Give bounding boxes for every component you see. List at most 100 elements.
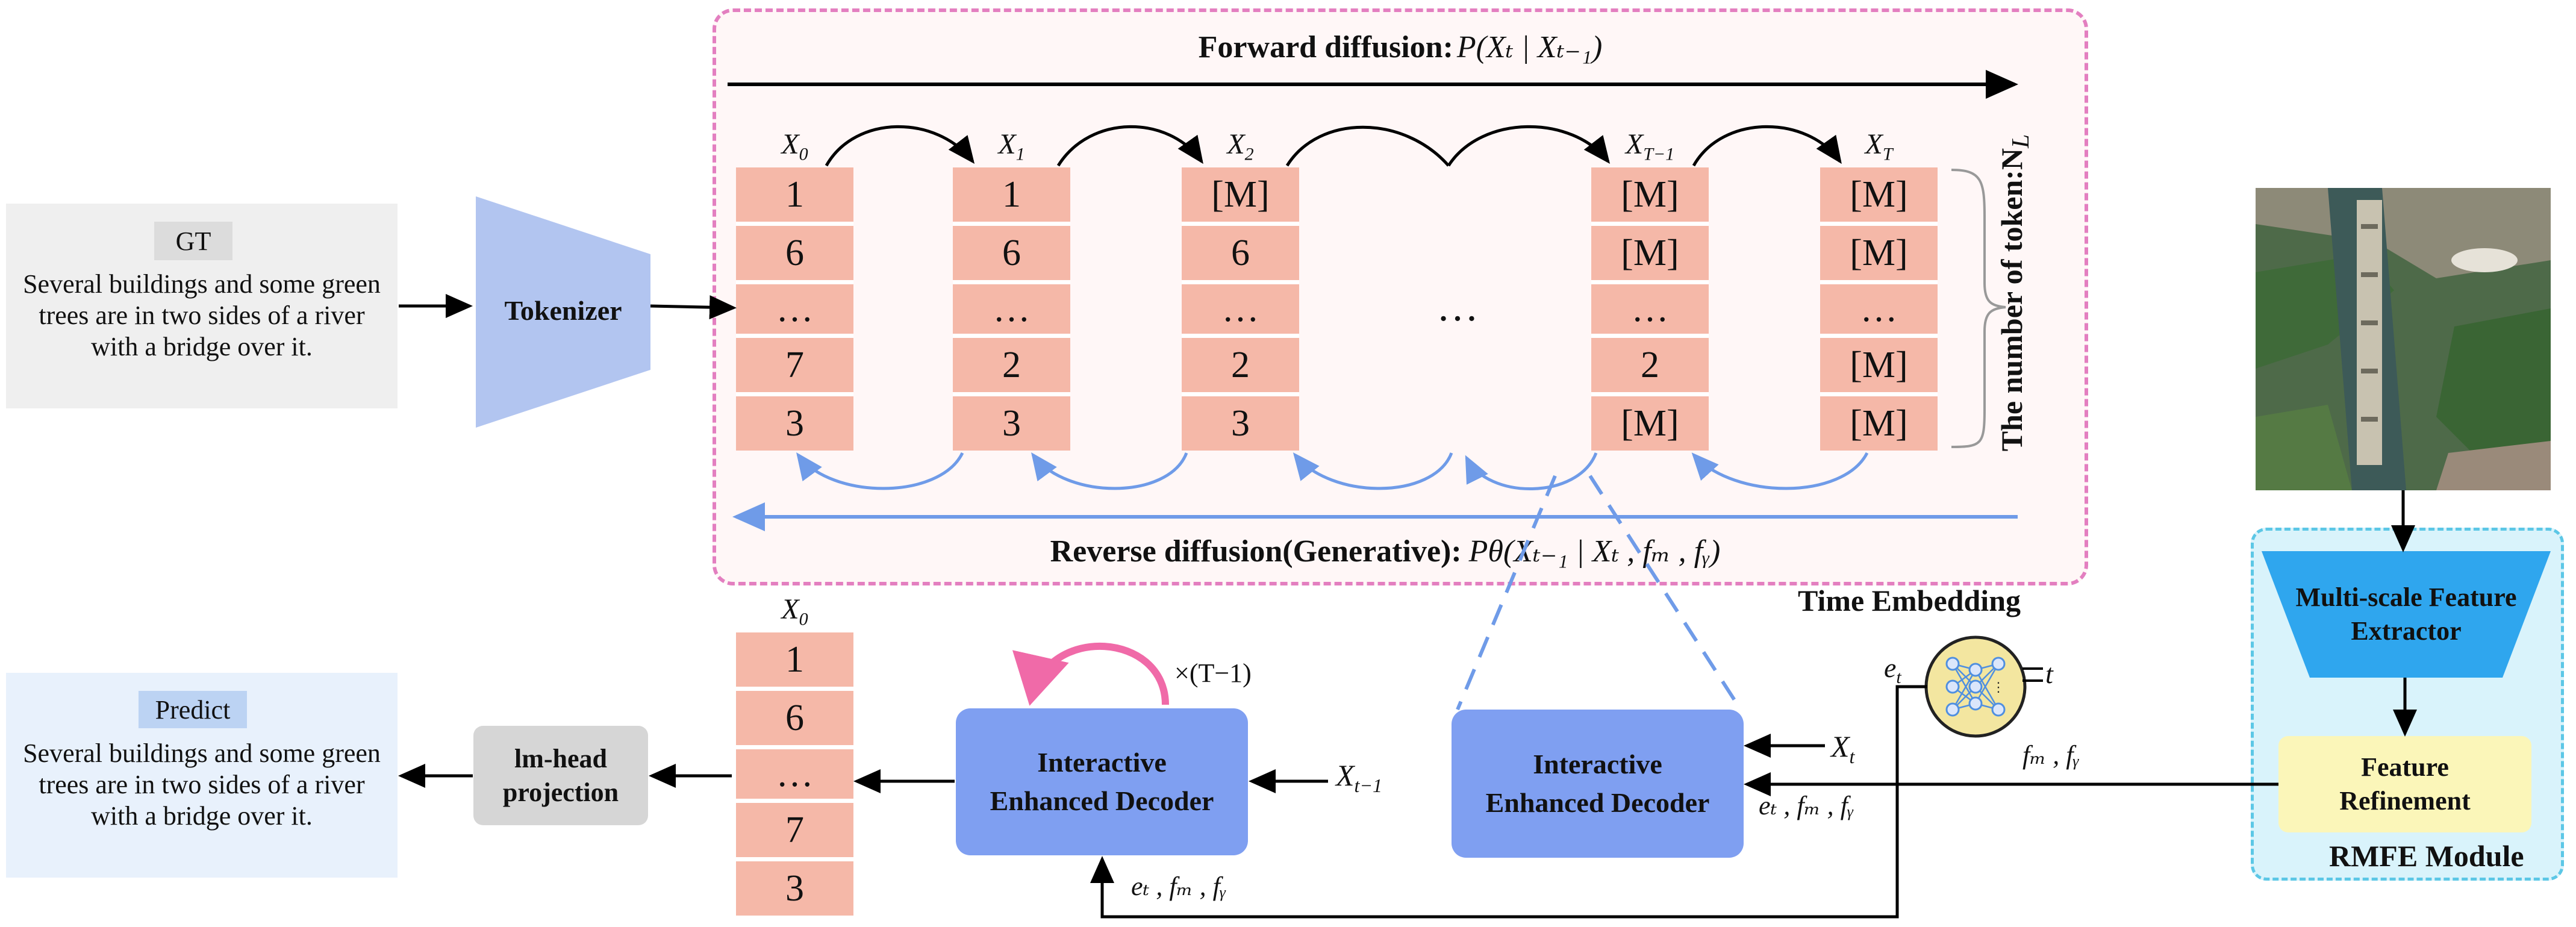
decoder-loop-arrow (1012, 643, 1169, 706)
column-label: X2 (1182, 128, 1299, 165)
token-cell: 3 (953, 396, 1070, 451)
et-sub: t (1896, 667, 1901, 688)
tokenizer-shape (476, 196, 650, 428)
token-cell: 6 (736, 691, 853, 749)
reverse-arc-t-t1 (1691, 452, 1869, 490)
tokenizer-to-frame-arrow (650, 295, 737, 320)
feature-refinement: Feature Refinement (2278, 736, 2531, 832)
predict-panel: Predict Several buildings and some green… (6, 673, 398, 878)
time-embedding-output-label: et (1884, 652, 1901, 688)
reverse-title-text: Reverse diffusion(Generative): (1050, 534, 1462, 569)
decoder-loop-label: ×(T−1) (1174, 658, 1252, 688)
token-cell: 2 (1591, 338, 1709, 396)
column-label-letter: X (1227, 128, 1245, 160)
forward-diffusion-title: Forward diffusion: P(Xₜ | Xₜ₋₁) (1024, 23, 1777, 71)
token-cell: 7 (736, 338, 853, 396)
middle-ellipsis: … (1436, 284, 1479, 330)
token-cell: [M] (1820, 396, 1938, 451)
column-label-sub: 1 (1015, 144, 1025, 164)
predict-caption: Several buildings and some green trees a… (23, 738, 381, 831)
forward-arc-0-1 (825, 125, 975, 167)
token-column-xt-minus-1: XT−1[M][M]…2[M] (1591, 128, 1709, 451)
reverse-diffusion-title: Reverse diffusion(Generative): Pθ(Xₜ₋₁ |… (964, 524, 1807, 578)
token-stack: [M][M]…[M][M] (1820, 167, 1938, 451)
zoom-line-left (1456, 475, 1557, 711)
reverse-arc-mid-2 (1293, 452, 1453, 490)
column-label: X1 (953, 128, 1070, 165)
forward-formula: P(Xₜ | Xₜ₋₁) (1456, 30, 1603, 64)
column-label-sub: 2 (1244, 144, 1254, 164)
token-cell: … (736, 749, 853, 803)
forward-title-text: Forward diffusion: (1198, 30, 1453, 64)
forward-arc-1-2 (1056, 125, 1203, 167)
column-label-letter: X (781, 128, 799, 160)
token-cell: … (1820, 284, 1938, 338)
time-embedding-input-label: t (2045, 658, 2053, 689)
decoder-right: Interactive Enhanced Decoder (1452, 710, 1744, 858)
feature-extractor-shape (2262, 551, 2551, 678)
xt-label: Xt (1831, 729, 1854, 768)
token-cell: [M] (1820, 167, 1938, 226)
token-cell: [M] (1591, 167, 1709, 226)
token-cell: … (736, 284, 853, 338)
token-cell: … (953, 284, 1070, 338)
token-cell: 1 (736, 632, 853, 691)
predict-tag: Predict (139, 691, 247, 728)
column-label: XT (1820, 128, 1938, 165)
reverse-arc-1-0 (796, 452, 964, 490)
token-cell: … (1591, 284, 1709, 338)
tokenizer-label: Tokenizer (504, 295, 622, 326)
cond-bottom-label: eₜ , fₘ , fᵧ (1131, 872, 1226, 901)
token-cell: 3 (1182, 396, 1299, 451)
forward-arc-t1-t (1692, 125, 1842, 167)
column-label-letter: X (1865, 128, 1883, 160)
token-cell: 3 (736, 396, 853, 451)
fm-fg-label: fₘ , fᵧ (2022, 740, 2080, 770)
gt-tag: GT (154, 222, 232, 260)
gt-caption: Several buildings and some green trees a… (23, 269, 381, 361)
column-label-sub: T−1 (1643, 144, 1675, 164)
column-label-sub: T (1882, 144, 1893, 164)
column-label: XT−1 (1591, 128, 1709, 165)
token-cell: [M] (1591, 226, 1709, 284)
gt-panel: GT Several buildings and some green tree… (6, 204, 398, 408)
token-cell: 3 (736, 861, 853, 916)
zoom-line-right (1588, 475, 1742, 711)
et-letter: e (1884, 652, 1897, 683)
et-feedback-line (1090, 685, 1927, 919)
reverse-formula: Pθ(Xₜ₋₁ | Xₜ , fₘ , fᵧ) (1468, 534, 1721, 569)
column-label-letter: X (1625, 128, 1644, 160)
column-label-letter: X (998, 128, 1016, 160)
column-label-sub: 0 (799, 609, 808, 629)
column-label-sub: 0 (799, 144, 808, 164)
column-label: X0 (736, 128, 853, 165)
column-label: X0 (736, 593, 853, 630)
token-cell: 1 (736, 167, 853, 226)
reverse-arc-t1-mid (1465, 452, 1598, 490)
cond-right-label: eₜ , fₘ , fᵧ (1759, 791, 1854, 820)
token-cell: [M] (1182, 167, 1299, 226)
token-cell: [M] (1820, 226, 1938, 284)
xt1-sub: t−1 (1354, 775, 1383, 796)
token-cell: 2 (1182, 338, 1299, 396)
token-count-brace (1951, 169, 2006, 448)
token-cell: 6 (1182, 226, 1299, 284)
column-label-letter: X (781, 593, 799, 625)
token-cell: 6 (953, 226, 1070, 284)
token-stack: [M][M]…2[M] (1591, 167, 1709, 451)
lm-head-projection: lm-head projection (473, 726, 648, 825)
xt1-letter: X (1336, 758, 1355, 792)
token-cell: 2 (953, 338, 1070, 396)
svg-text:⋮: ⋮ (1992, 679, 2005, 694)
forward-arc-mid-t1 (1447, 125, 1611, 167)
decoder-left: Interactive Enhanced Decoder (956, 708, 1248, 855)
aerial-image (2256, 188, 2551, 490)
